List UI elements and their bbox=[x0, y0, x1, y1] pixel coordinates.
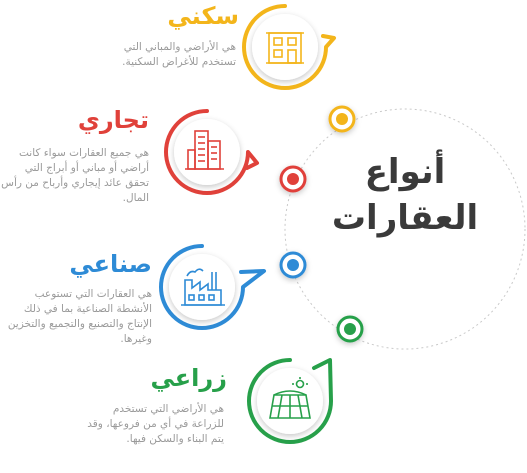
industrial-description: هي العقارات التي تستوعب الأنشطة الصناعية… bbox=[7, 288, 152, 345]
connector-dot-residential bbox=[328, 105, 356, 133]
farm-field-icon bbox=[269, 377, 311, 419]
industrial-title: صناعي bbox=[69, 250, 152, 278]
center-dotted-circle bbox=[284, 108, 526, 350]
agricultural-node bbox=[247, 358, 333, 444]
residential-title: سكني bbox=[167, 2, 239, 30]
factory-icon bbox=[181, 268, 225, 306]
agricultural-description: هي الأراضي التي تستخدم للزراعة في أي من … bbox=[87, 403, 224, 445]
residential-node bbox=[242, 4, 336, 90]
commercial-node bbox=[164, 109, 259, 195]
connector-dot-industrial bbox=[279, 251, 307, 279]
residential-building-icon bbox=[266, 32, 304, 64]
center-title-line2: العقارات bbox=[331, 198, 479, 238]
commercial-title: تجاري bbox=[77, 106, 149, 134]
residential-description: هي الأراضي والمباني التي تستخدم للأغراض … bbox=[122, 41, 236, 68]
connector-dot-commercial bbox=[279, 165, 307, 193]
connector-dot-agricultural bbox=[336, 315, 364, 343]
industrial-node bbox=[159, 244, 266, 330]
center-title-line1: أنواع bbox=[364, 152, 446, 192]
commercial-towers-icon bbox=[185, 130, 224, 170]
center-title: أنواع العقارات bbox=[320, 150, 490, 242]
commercial-description: هي جميع العقارات سواء كانت أراضي أو مبان… bbox=[1, 147, 149, 204]
agricultural-title: زراعي bbox=[150, 364, 227, 392]
